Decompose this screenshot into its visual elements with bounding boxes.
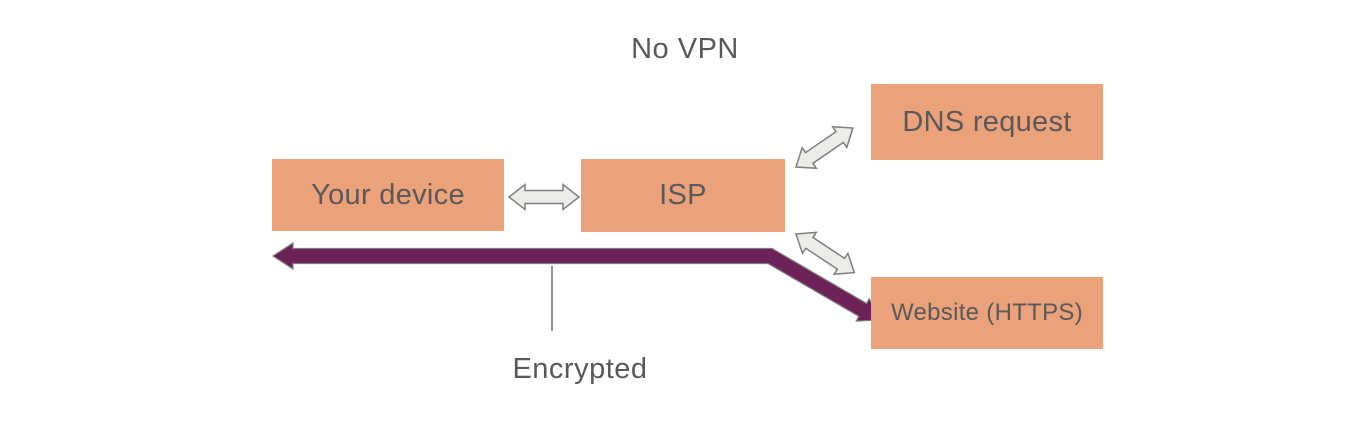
node-website-https: Website (HTTPS) — [871, 277, 1103, 349]
node-isp: ISP — [581, 159, 785, 232]
isp-website-arrow-icon — [794, 231, 856, 276]
diagram-title: No VPN — [631, 33, 739, 65]
encrypted-label: Encrypted — [512, 353, 648, 385]
node-dns-request-label: DNS request — [902, 105, 1072, 138]
node-your-device: Your device — [272, 159, 504, 231]
node-dns-request: DNS request — [871, 84, 1103, 160]
node-website-https-label: Website (HTTPS) — [890, 299, 1084, 326]
encrypted-arrow — [271, 241, 881, 322]
node-your-device-label: Your device — [311, 178, 465, 211]
node-isp-label: ISP — [659, 179, 707, 211]
device-isp-arrow-icon — [507, 182, 581, 212]
isp-dns-arrow-icon — [794, 125, 854, 170]
